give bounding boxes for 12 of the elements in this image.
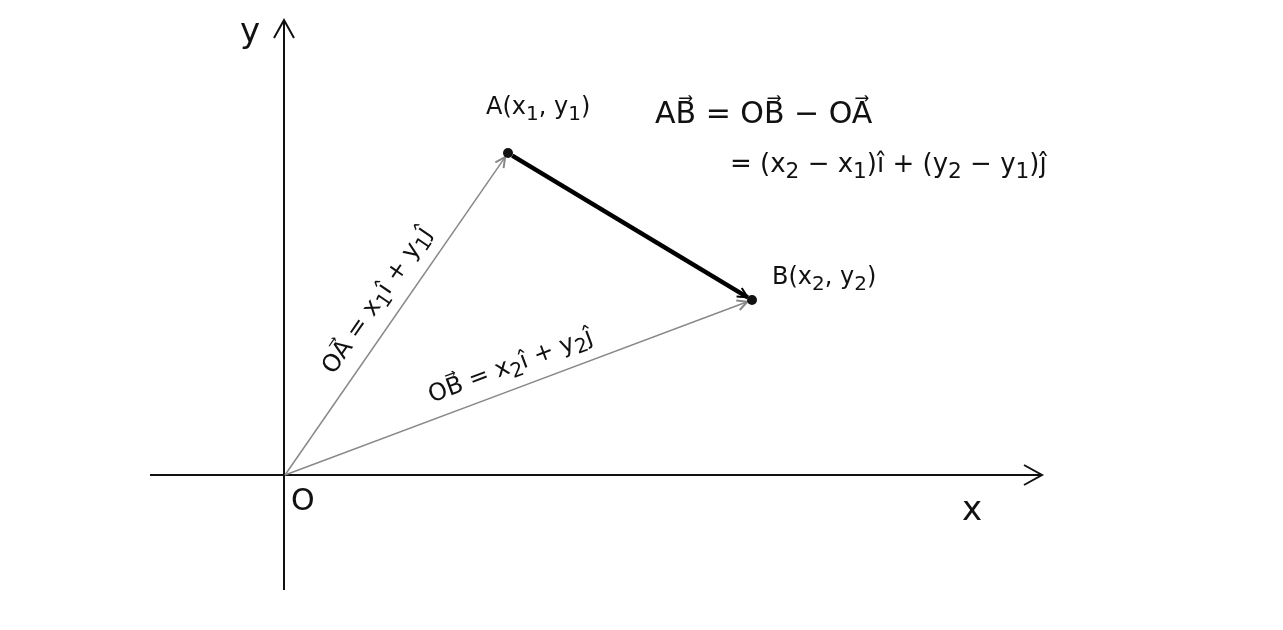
point-dot (503, 148, 513, 158)
axis-label: x (962, 488, 983, 528)
vector-arrow (284, 299, 749, 476)
vector-arrow (284, 156, 507, 476)
point-dot (747, 295, 757, 305)
point-label: B(x$_{2}$, y$_{2}$) (772, 262, 877, 295)
origin-label: O (285, 475, 321, 515)
equation: AB⃗ = OB⃗ − OA⃗ (655, 95, 873, 130)
point-label: A(x$_{1}$, y$_{1}$) (486, 92, 591, 125)
axis-label: y (240, 10, 261, 50)
vector-arrow (511, 153, 749, 300)
equation: = (x$_{2}$ − x$_{1}$)î + (y$_{2}$ − y$_{1}$)ĵ (730, 148, 1047, 184)
